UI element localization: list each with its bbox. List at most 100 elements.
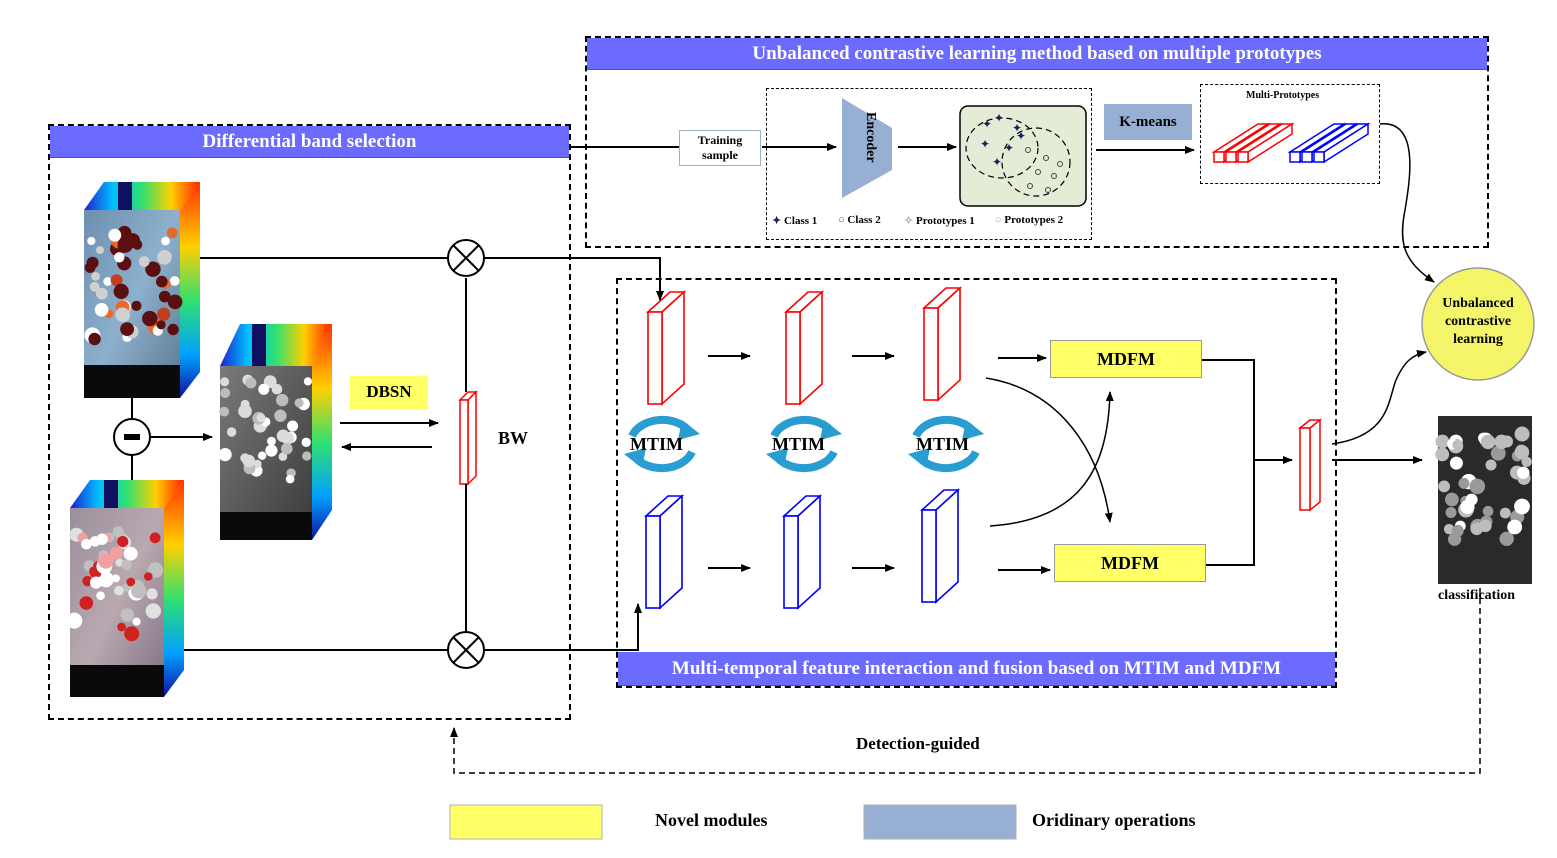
pixel-dot	[276, 429, 290, 443]
legend-prototypes2: ○ Prototypes 2	[995, 214, 1063, 226]
training-sample-line2: sample	[702, 148, 738, 162]
pixel-dot	[265, 444, 278, 457]
class1-marker: ✦	[982, 117, 992, 131]
legend-class2: ○ Class 2	[838, 214, 881, 226]
prototype2-marker-icon: ○	[995, 214, 1002, 226]
class1-marker: ✦	[992, 155, 1002, 169]
pixel-dot	[303, 377, 312, 386]
legend-prototypes1: ✧ Prototypes 1	[904, 214, 975, 227]
pixel-dot	[120, 322, 134, 336]
class1-marker: ✦	[994, 111, 1004, 125]
pixel-dot	[301, 437, 311, 447]
pixel-dot	[96, 533, 108, 545]
fusion-section	[616, 278, 1337, 688]
mtim-arrowhead-bottom	[766, 448, 788, 468]
encoder-block	[842, 98, 892, 198]
cube-t2-change-pixels	[66, 526, 164, 642]
pixel-dot	[89, 281, 100, 292]
pixel-dot	[138, 256, 150, 267]
cube-t1-change-pixels	[84, 225, 183, 346]
mtim-arrowhead-top	[678, 420, 700, 440]
pixel-dot	[132, 617, 141, 626]
legend-class2-text: Class 2	[847, 214, 881, 226]
pixel-dot	[126, 577, 136, 587]
pixel-dot	[220, 377, 230, 387]
class1-marker: ✦	[1004, 141, 1014, 155]
pixel-dot	[245, 377, 257, 389]
pixel-dot	[115, 307, 130, 322]
legend-novel-text: Novel modules	[655, 810, 768, 830]
pixel-dot	[90, 576, 103, 589]
pixel-dot	[94, 303, 109, 317]
unbalanced-line3: learning	[1453, 332, 1503, 347]
pixel-dot	[1445, 492, 1459, 507]
pixel-dot	[1517, 466, 1530, 479]
pixel-dot	[113, 283, 129, 299]
feature-map-face	[921, 509, 937, 603]
fusion-title: Multi-temporal feature interaction and f…	[618, 652, 1335, 686]
feature-map-t2-stage3	[919, 488, 961, 604]
pixel-dot	[96, 591, 105, 600]
prototype1-marker-icon: ✧	[904, 215, 914, 227]
mtim-arrowhead-top	[820, 420, 842, 440]
pixel-dot	[1449, 456, 1463, 470]
pixel-dot	[1458, 477, 1470, 489]
pixel-dot	[1521, 456, 1532, 467]
pixel-dot	[240, 399, 250, 409]
pixel-dot	[1482, 505, 1494, 517]
pixel-dot	[252, 459, 262, 469]
mtim-icons	[624, 415, 984, 473]
pixel-dot	[156, 275, 168, 288]
class2-marker	[1045, 187, 1051, 193]
pixel-dot	[161, 236, 170, 246]
feature-map-face	[783, 515, 799, 609]
pixel-dot	[146, 588, 158, 600]
prototype-bar-face	[1301, 151, 1313, 163]
mtim-arrowhead-bottom	[908, 448, 930, 468]
detection-guided-label: Detection-guided	[856, 734, 980, 753]
bw-label: BW	[498, 428, 529, 448]
pixel-dot	[256, 413, 266, 423]
pixel-dot	[1514, 498, 1530, 515]
dbsn-module: DBSN	[350, 376, 428, 410]
pixel-dot	[1499, 507, 1511, 519]
pixel-dot	[1490, 445, 1506, 461]
pixel-dot	[130, 583, 147, 599]
prototype-markers: ✦✦✦✦✦✦✦	[980, 111, 1063, 193]
pixel-dot	[169, 276, 180, 286]
pixel-dot	[149, 532, 161, 544]
pixel-dot	[242, 454, 256, 468]
unbalanced-line1: Unbalanced	[1442, 296, 1514, 311]
class2-marker-icon: ○	[838, 214, 845, 226]
pixel-dot	[1435, 447, 1450, 462]
mtim-label-2: MTIM	[772, 434, 825, 454]
pixel-dot	[267, 436, 276, 446]
pixel-dot	[1469, 478, 1486, 495]
pixel-dot	[96, 287, 108, 300]
pixel-dot	[302, 451, 312, 461]
pixel-dot	[285, 474, 295, 484]
classification-label: classification	[1438, 588, 1515, 603]
legend-class1: ✦ Class 1	[772, 214, 817, 227]
encoder-group	[766, 88, 1092, 240]
multi-prototypes-label: Multi-Prototypes	[1246, 90, 1320, 101]
pixel-dot	[144, 572, 153, 581]
feature-map-face	[645, 515, 661, 609]
pixel-dot	[276, 393, 289, 407]
unbalanced-line2: contrastive	[1444, 314, 1512, 329]
pixel-dot	[238, 404, 252, 419]
pixel-dot	[117, 536, 129, 548]
unbalanced-contrastive-learning-node	[1421, 267, 1535, 381]
training-sample-box: Training sample	[679, 130, 761, 166]
pixel-dot	[1514, 444, 1530, 460]
pixel-dot	[114, 252, 125, 263]
pixel-dot	[1460, 499, 1475, 515]
pixel-dot	[1443, 523, 1455, 535]
pixel-dot	[1451, 524, 1464, 537]
class2-marker	[1043, 155, 1049, 161]
pixel-dot	[131, 300, 142, 311]
pixel-dot	[145, 603, 161, 619]
pixel-dot	[294, 398, 304, 408]
pixel-dot	[1501, 435, 1513, 448]
